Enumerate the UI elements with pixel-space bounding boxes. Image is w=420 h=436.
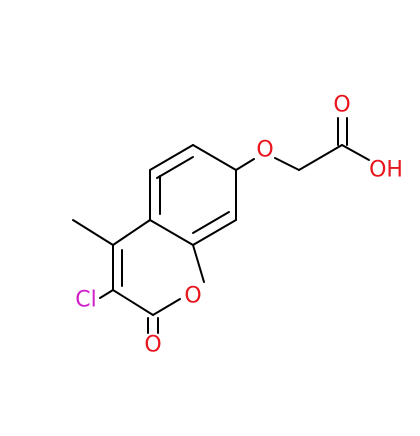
- bond-c5-c6-inner: [156, 156, 194, 179]
- bond-c3-cl: [99, 289, 114, 299]
- atom-label-lactone-carbonyl-oxygen: O: [144, 333, 161, 358]
- bonds: [72, 117, 370, 334]
- bond-c6-c7: [192, 144, 237, 171]
- atom-label-hydroxyl: OH: [369, 158, 403, 183]
- atom-label-ether-oxygen: O: [256, 138, 273, 163]
- bond-c7-o-ether: [235, 158, 255, 171]
- atom-label-acid-carbonyl-oxygen: O: [333, 93, 350, 118]
- bond-c4a-c4: [112, 219, 151, 246]
- bond-ch2-cooh: [298, 144, 343, 171]
- bond-c8a-c4a: [149, 219, 194, 246]
- bond-c8-c8a-inner: [192, 211, 230, 234]
- bond-cooh-oh: [341, 144, 370, 161]
- bond-c2-o1: [152, 298, 181, 316]
- bond-c3-c2: [112, 289, 154, 316]
- bond-o1-c8a: [192, 244, 205, 283]
- atom-label-ring-oxygen: O: [184, 284, 201, 309]
- bond-o-ether-ch2: [274, 157, 300, 171]
- atom-label-chlorine: Cl: [75, 288, 96, 313]
- bond-c4-methyl: [72, 219, 114, 246]
- bond-c8-c8a: [192, 219, 237, 246]
- bond-c5-c6: [149, 144, 194, 171]
- atom-labels: O O OH O O Cl: [75, 93, 403, 358]
